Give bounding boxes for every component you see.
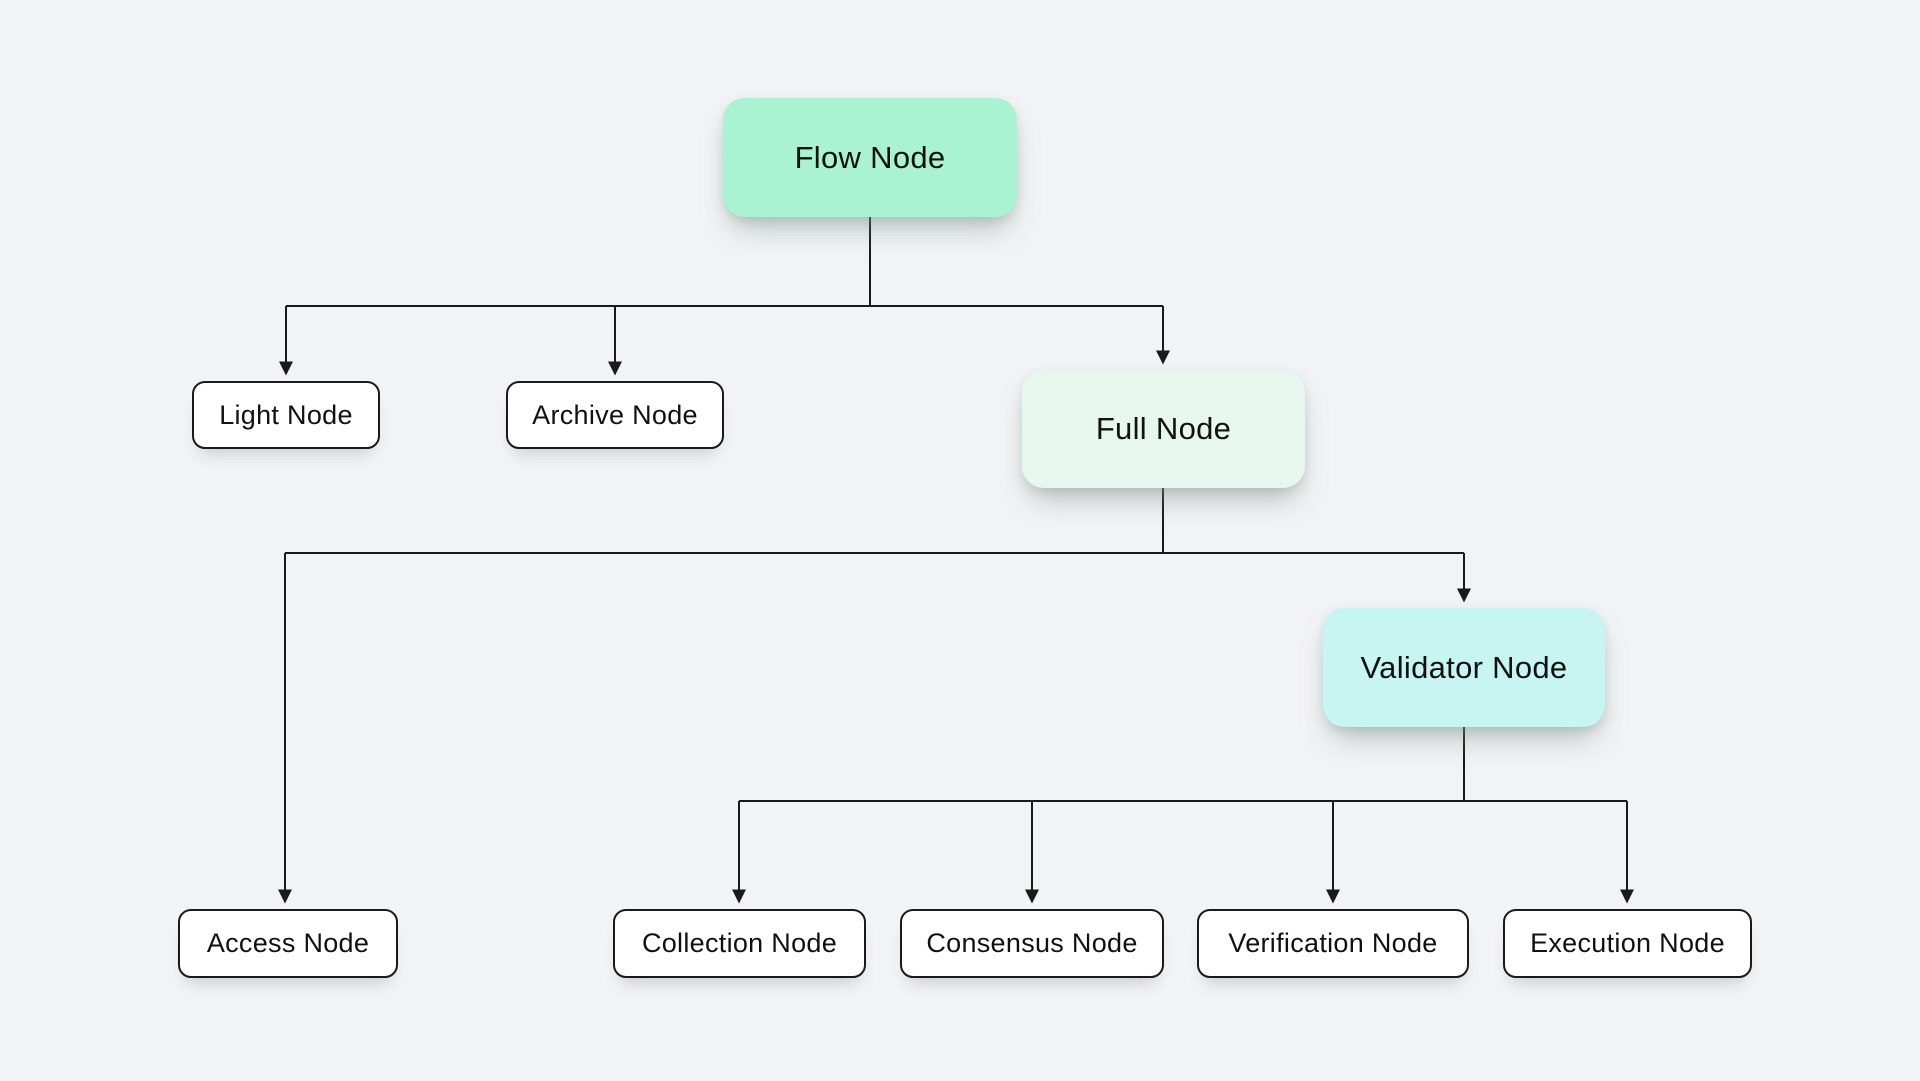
node-verification[interactable]: Verification Node (1197, 909, 1469, 978)
node-archive[interactable]: Archive Node (506, 381, 724, 449)
node-flow[interactable]: Flow Node (723, 98, 1017, 217)
node-verification-label: Verification Node (1228, 928, 1438, 958)
node-light[interactable]: Light Node (192, 381, 380, 449)
node-access[interactable]: Access Node (178, 909, 398, 978)
node-collection-label: Collection Node (641, 928, 838, 958)
node-execution-label: Execution Node (1530, 928, 1725, 958)
node-consensus-label: Consensus Node (926, 928, 1138, 958)
edge-full-trunk (285, 488, 1464, 554)
node-flow-label: Flow Node (794, 139, 946, 175)
node-validator[interactable]: Validator Node (1323, 608, 1605, 727)
node-validator-label: Validator Node (1360, 649, 1568, 685)
node-access-label: Access Node (206, 928, 370, 958)
edge-flow-trunk (286, 217, 1163, 307)
node-full[interactable]: Full Node (1022, 370, 1305, 488)
node-light-label: Light Node (219, 399, 353, 430)
node-execution[interactable]: Execution Node (1503, 909, 1752, 978)
node-consensus[interactable]: Consensus Node (900, 909, 1164, 978)
edge-validator-trunk (739, 727, 1627, 802)
node-full-label: Full Node (1095, 411, 1232, 446)
node-collection[interactable]: Collection Node (613, 909, 866, 978)
node-archive-label: Archive Node (532, 399, 698, 430)
